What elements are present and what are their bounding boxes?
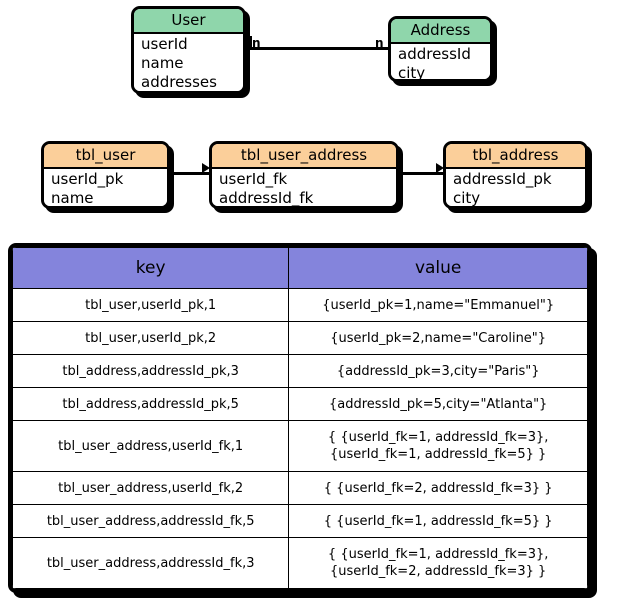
table-field: name [51,189,94,207]
cell-key: tbl_user,userId_pk,2 [12,321,290,355]
cell-value: {addressId_pk=5,city="Atlanta"} [288,387,588,421]
table-box-tbl-address: tbl_address addressId_pk city [443,141,588,209]
table-box-tbl-user: tbl_user userId_pk name [41,141,170,209]
entity-field: name [141,54,184,72]
cell-key: tbl_user_address,userId_fk,2 [12,471,290,505]
table-field: addressId_pk [453,170,552,188]
entity-field: addresses [141,73,217,91]
connector-arrowhead-right [436,163,444,173]
connector-stub-left [249,36,252,50]
entity-user-fields: userId name addresses [134,34,243,91]
cell-key: tbl_user,userId_pk,1 [12,288,290,322]
column-header-value: value [288,247,588,289]
cell-key: tbl_user_address,addressId_fk,3 [12,537,290,589]
cell-value: {addressId_pk=3,city="Paris"} [288,354,588,388]
table-row: tbl_user_address,addressId_fk,5 { {userI… [12,504,588,538]
tbl-user-fields: userId_pk name [44,169,167,207]
entity-address-title: Address [391,19,490,44]
table-row: tbl_user_address,userId_fk,2 { {userId_f… [12,471,588,505]
table-row: tbl_user_address,userId_fk,1 { {userId_f… [12,420,588,472]
cell-value: {userId_pk=2,name="Caroline"} [288,321,588,355]
cell-value: { {userId_fk=1, addressId_fk=3}, {userId… [288,537,588,589]
table-row: tbl_address,addressId_pk,5 {addressId_pk… [12,387,588,421]
multiplicity-right: n [375,36,384,50]
table-field: city [453,189,481,207]
table-row: tbl_user,userId_pk,2 {userId_pk=2,name="… [12,321,588,355]
tbl-address-fields: addressId_pk city [446,169,585,207]
tbl-user-title: tbl_user [44,144,167,169]
cell-key: tbl_address,addressId_pk,3 [12,354,290,388]
entity-field: city [398,64,426,82]
entity-field: userId [141,35,188,53]
table-field: userId_pk [51,170,124,188]
connector-tbluser-tbluseraddress [172,172,210,175]
entity-field: addressId [398,45,471,63]
connector-arrowhead-left [202,163,210,173]
multiplicity-left: n [252,36,261,50]
cell-key: tbl_user_address,userId_fk,1 [12,420,290,472]
cell-value: { {userId_fk=1, addressId_fk=5} } [288,504,588,538]
connector-stub-right [388,36,391,50]
tbl-user-address-fields: userId_fk addressId_fk [212,169,396,207]
entity-user-title: User [134,9,243,34]
table-field: userId_fk [219,170,288,188]
table-header-row: key value [12,247,588,289]
table-row: tbl_user_address,addressId_fk,3 { {userI… [12,537,588,589]
entity-address-fields: addressId city [391,44,490,82]
cell-value: { {userId_fk=2, addressId_fk=3} } [288,471,588,505]
cell-value: {userId_pk=1,name="Emmanuel"} [288,288,588,322]
connector-tbluseraddress-tbladdress [401,172,444,175]
key-value-table: key value tbl_user,userId_pk,1 {userId_p… [8,243,592,593]
column-header-key: key [12,247,290,289]
connector-user-address [249,47,391,50]
tbl-address-title: tbl_address [446,144,585,169]
cell-value: { {userId_fk=1, addressId_fk=3}, {userId… [288,420,588,472]
entity-box-address: Address addressId city [388,16,493,82]
cell-key: tbl_user_address,addressId_fk,5 [12,504,290,538]
entity-box-user: User userId name addresses [131,6,246,94]
tbl-user-address-title: tbl_user_address [212,144,396,169]
table-box-tbl-user-address: tbl_user_address userId_fk addressId_fk [209,141,399,209]
table-row: tbl_user,userId_pk,1 {userId_pk=1,name="… [12,288,588,322]
table-field: addressId_fk [219,189,314,207]
cell-key: tbl_address,addressId_pk,5 [12,387,290,421]
table-row: tbl_address,addressId_pk,3 {addressId_pk… [12,354,588,388]
